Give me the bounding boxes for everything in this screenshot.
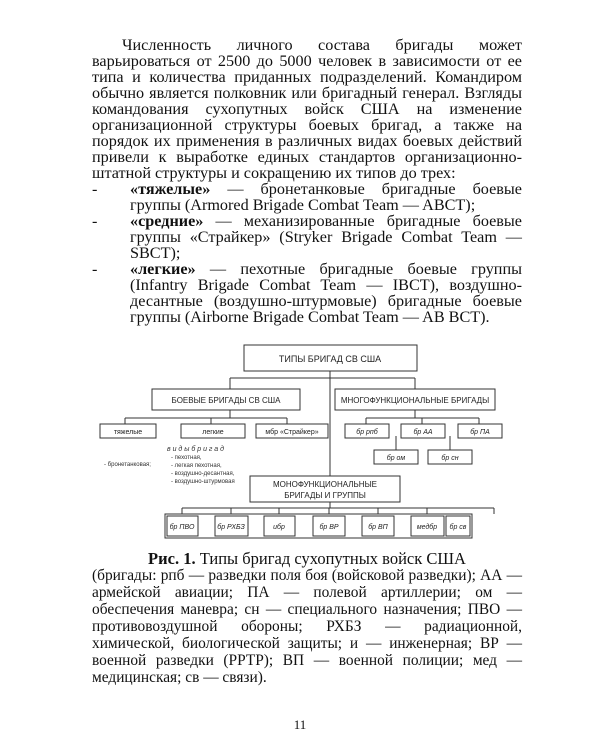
light-label: легкие	[202, 429, 224, 436]
heavy-box	[99, 423, 157, 439]
multi-label: МНОГОФУНКЦИОНАЛЬНЫЕ БРИГАДЫ	[341, 396, 489, 405]
list-dash: -	[92, 180, 98, 198]
figure-caption-title: Рис. 1. Типы бригад сухопутных войск США	[92, 549, 522, 569]
vr-box	[312, 515, 346, 537]
list-dash: -	[92, 212, 98, 230]
list-item-light: - «легкие» — пехотные бригадные боевые гр…	[92, 261, 522, 325]
rhbz-label: бр РХБЗ	[217, 523, 245, 531]
aa-label: бр АА	[413, 428, 432, 436]
item-light-text: — пехотные бригадные боевые группы (Infa…	[130, 260, 522, 326]
combat-label: БОЕВЫЕ БРИГАДЫ СВ США	[172, 396, 282, 405]
ibr-box	[263, 515, 296, 537]
light-kind-item: - воздушно-штурмовая	[171, 479, 235, 485]
medbr-label: медбр	[417, 523, 437, 531]
item-medium-text: — механизированные бригадные боевые груп…	[130, 212, 522, 262]
heavy-kind-item: - бронетанковая;	[104, 462, 151, 468]
figure-title: Типы бригад сухопутных войск США	[195, 549, 466, 568]
body-text: Численность личного состава бригады може…	[92, 37, 522, 325]
om-label: бр ом	[387, 454, 406, 462]
intro-paragraph: Численность личного состава бригады може…	[92, 36, 522, 182]
mono-label-line2: БРИГАДЫ И ГРУППЫ	[284, 491, 366, 500]
vp-label: бр ВП	[368, 523, 388, 531]
om-box	[373, 449, 419, 465]
aa-box	[400, 423, 446, 439]
medbr-box	[410, 515, 445, 537]
list-item-heavy: - «тяжелые» — бронетанковые бригадные бое…	[92, 181, 522, 213]
sn-label: бр сн	[441, 454, 458, 462]
vp-box	[361, 515, 395, 537]
page-number: 11	[293, 717, 307, 732]
rhbz-box	[214, 515, 249, 537]
light-box	[180, 423, 246, 439]
mono-box	[249, 475, 401, 503]
root-label: ТИПЫ БРИГАД СВ США	[279, 354, 381, 364]
pvo-box	[166, 515, 199, 537]
kinds-label: в и д ы б р и г а д	[167, 445, 224, 453]
light-kind-item: - пехотная,	[171, 455, 202, 461]
figure-caption-body: (бригады: рпб — разведки поля боя (войск…	[92, 567, 522, 686]
list-item-medium: - «средние» — механизированные бригадные …	[92, 213, 522, 261]
multi-box	[334, 388, 496, 411]
pa-label: бр ПА	[470, 428, 490, 436]
mono-label-line1: МОНОФУНКЦИОНАЛЬНЫЕ	[273, 480, 377, 489]
term-medium: «средние»	[130, 212, 204, 230]
pvo-label: бр ПВО	[170, 523, 195, 531]
ibr-label: ибр	[273, 523, 285, 531]
figure-label: Рис. 1.	[148, 549, 196, 568]
stryker-label: мбр «Страйкер»	[265, 428, 318, 436]
rpb-box	[344, 423, 390, 439]
heavy-label: тяжелые	[114, 429, 142, 436]
rpb-label: бр рпб	[356, 428, 379, 436]
root-box	[243, 344, 418, 372]
stryker-box	[255, 423, 329, 439]
light-kind-item: - легкая пехотная,	[171, 463, 222, 469]
list-dash: -	[92, 260, 98, 278]
vr-label: бр ВР	[319, 523, 338, 531]
sn-box	[427, 449, 473, 465]
pa-box	[457, 423, 503, 439]
term-light: «легкие»	[130, 260, 196, 278]
sv-box	[445, 515, 471, 537]
item-heavy-text: — бронетанковые бригадные боевые группы …	[130, 180, 522, 214]
mono-group-frame	[164, 513, 473, 539]
term-heavy: «тяжелые»	[130, 180, 211, 198]
sv-label: бр св	[450, 523, 467, 531]
light-kind-item: - воздушно-десантная,	[171, 471, 235, 477]
combat-box	[151, 388, 301, 411]
